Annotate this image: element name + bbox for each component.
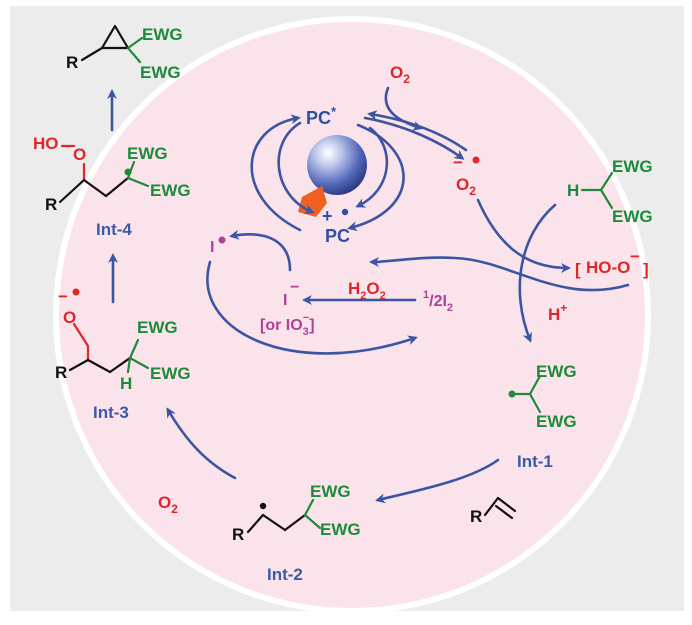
electron-transfer-arrow-back xyxy=(367,110,468,152)
alkene-structure: R xyxy=(470,496,517,526)
svg-text:H: H xyxy=(120,374,132,393)
svg-text:−: − xyxy=(630,247,640,266)
pc-cycle-arrow-left xyxy=(250,114,302,232)
svg-text:EWG: EWG xyxy=(150,364,191,383)
svg-text:R: R xyxy=(66,53,78,72)
pc-inner-arrow-left xyxy=(277,121,315,214)
iodide-label: I xyxy=(283,292,287,309)
svg-text:H: H xyxy=(567,181,579,200)
o2-bottom-label: O2 xyxy=(158,493,178,516)
svg-text:EWG: EWG xyxy=(142,25,183,44)
svg-text:]: ] xyxy=(643,260,649,279)
svg-text:[: [ xyxy=(575,260,581,279)
cyclopropane-product: R EWG EWG xyxy=(66,24,183,82)
svg-text:EWG: EWG xyxy=(127,144,168,163)
svg-text:EWG: EWG xyxy=(150,181,191,200)
electron-transfer-arrow-forward xyxy=(363,116,465,160)
iodine-regeneration-arrow xyxy=(206,260,418,355)
h-plus-label: H+ xyxy=(548,301,567,324)
pc-inner-arrow-right xyxy=(355,126,389,208)
svg-text:R: R xyxy=(232,525,244,544)
pc-cation-label: PC xyxy=(325,226,350,246)
iodine-radical-label: I xyxy=(210,239,214,256)
superoxide-label: O2 xyxy=(456,175,476,198)
superoxide-radical-dot xyxy=(472,156,480,164)
svg-text:EWG: EWG xyxy=(137,318,178,337)
svg-text:−: − xyxy=(58,287,68,306)
radical-addition-arrow xyxy=(375,458,500,504)
svg-text:EWG: EWG xyxy=(536,412,577,431)
svg-text:EWG: EWG xyxy=(536,362,577,381)
int4-structure: HO O R EWG EWG xyxy=(33,134,191,214)
pc-radical-dot xyxy=(341,208,349,216)
svg-text:EWG: EWG xyxy=(612,157,653,176)
svg-text:O: O xyxy=(73,145,86,164)
pc-cation-charge: + xyxy=(322,206,333,226)
svg-text:EWG: EWG xyxy=(310,482,351,501)
svg-text:R: R xyxy=(470,507,482,526)
int1-structure: EWG EWG xyxy=(508,362,577,431)
svg-text:R: R xyxy=(45,195,57,214)
malonate-structure: H EWG EWG xyxy=(567,157,653,226)
iodide-charge: − xyxy=(290,279,299,296)
int2-label: Int-2 xyxy=(267,565,303,584)
int2-structure: R EWG EWG xyxy=(232,482,361,544)
svg-text:EWG: EWG xyxy=(320,520,361,539)
o2-top-label: O2 xyxy=(390,63,410,86)
cycle-circle xyxy=(53,16,651,614)
svg-text:R: R xyxy=(55,363,67,382)
int4-label: Int-4 xyxy=(96,220,132,239)
superoxide-to-hydroperoxide-arrow xyxy=(476,198,571,273)
h2o2-label: H2O2 xyxy=(348,279,386,302)
half-iodine-label: 1/2I2 xyxy=(423,289,453,314)
pc-to-iodine-arrow xyxy=(229,229,292,272)
int1-label: Int-1 xyxy=(517,452,553,471)
iodate-label: [or IO3−] xyxy=(260,312,315,338)
int3-structure: − O R H EWG EWG xyxy=(55,287,191,393)
iodine-radical-dot xyxy=(218,236,226,244)
svg-text:EWG: EWG xyxy=(612,207,653,226)
svg-text:EWG: EWG xyxy=(140,63,181,82)
svg-text:HO: HO xyxy=(33,134,59,153)
int3-label: Int-3 xyxy=(93,403,129,422)
hat-arrow-to-int1 xyxy=(518,203,557,343)
hydroperoxide-return-arrow xyxy=(369,256,630,292)
svg-text:HO-O: HO-O xyxy=(586,258,630,277)
superoxide-charge: − xyxy=(453,153,463,172)
svg-text:O: O xyxy=(63,308,76,327)
pc-star-label: PC* xyxy=(306,104,337,128)
o2-trapping-arrow xyxy=(166,407,237,480)
hydroperoxide-anion: [ HO-O − ] xyxy=(575,247,649,279)
